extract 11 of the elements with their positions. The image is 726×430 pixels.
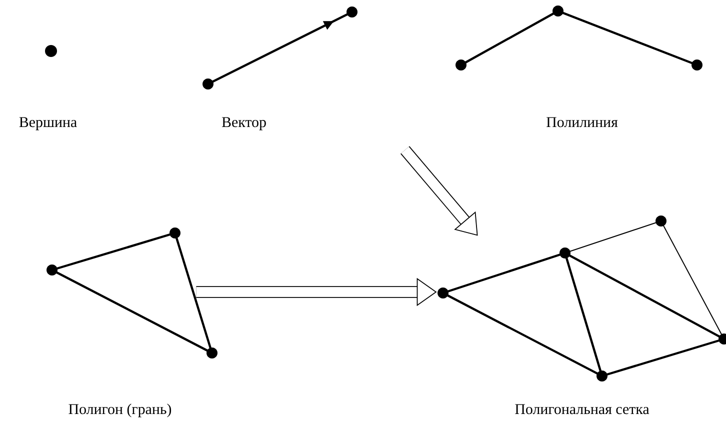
caption: Вершина bbox=[19, 117, 77, 130]
node-label: Полилиния bbox=[546, 117, 618, 128]
node-label: Полигональная сетка bbox=[515, 404, 650, 414]
mesh-drawing bbox=[438, 216, 726, 382]
hollow-arrow bbox=[400, 146, 478, 236]
vector-drawing bbox=[202, 6, 358, 90]
node-label: Полигон (грань) bbox=[68, 404, 172, 418]
polyline-drawing bbox=[456, 6, 702, 70]
node-label: Вектор bbox=[222, 117, 266, 130]
triangle-drawing bbox=[46, 228, 218, 358]
vertex-dot bbox=[45, 45, 57, 57]
